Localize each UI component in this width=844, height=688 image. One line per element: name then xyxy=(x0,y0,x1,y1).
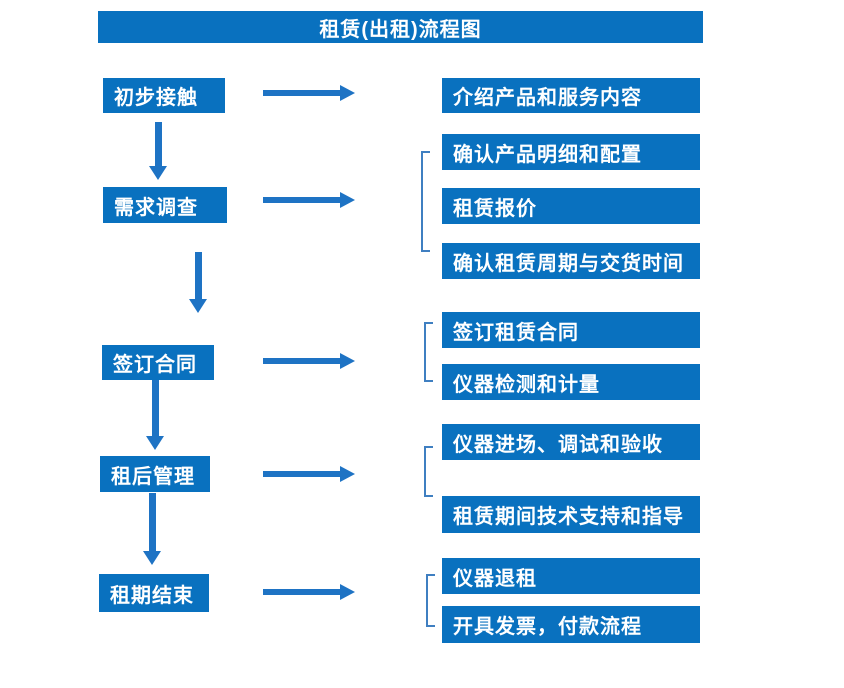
step-box-introduce-products: 介绍产品和服务内容 xyxy=(442,78,700,113)
step-box-instrument-testing: 仪器检测和计量 xyxy=(442,364,700,400)
group-bracket xyxy=(424,322,433,382)
step-box-rental-quotation: 租赁报价 xyxy=(442,188,700,224)
step-box-instrument-installation: 仪器进场、调试和验收 xyxy=(442,424,700,460)
arrow-right-icon xyxy=(263,466,355,482)
stage-box-sign-contract: 签订合同 xyxy=(102,345,214,380)
step-box-instrument-return: 仪器退租 xyxy=(442,558,700,594)
group-bracket xyxy=(426,574,435,627)
stage-box-demand-survey: 需求调查 xyxy=(103,187,227,223)
stage-box-initial-contact: 初步接触 xyxy=(103,78,225,113)
arrow-right-icon xyxy=(263,584,355,600)
step-box-invoice-payment: 开具发票，付款流程 xyxy=(442,606,700,643)
arrow-right-icon xyxy=(263,353,355,369)
step-box-sign-rental-contract: 签订租赁合同 xyxy=(442,312,700,348)
stage-box-post-rental-management: 租后管理 xyxy=(100,456,210,492)
arrow-down-icon xyxy=(149,122,167,180)
arrow-right-icon xyxy=(263,85,355,101)
arrow-down-icon xyxy=(143,493,161,565)
group-bracket xyxy=(424,446,433,497)
arrow-down-icon xyxy=(146,380,164,450)
group-bracket xyxy=(421,151,430,252)
flowchart-title: 租赁(出租)流程图 xyxy=(98,11,703,43)
step-box-confirm-product-details: 确认产品明细和配置 xyxy=(442,134,700,170)
stage-box-rental-end: 租期结束 xyxy=(99,574,209,612)
step-box-confirm-rental-period: 确认租赁周期与交货时间 xyxy=(442,243,700,279)
arrow-right-icon xyxy=(263,192,355,208)
arrow-down-icon xyxy=(189,252,207,313)
step-box-technical-support: 租赁期间技术支持和指导 xyxy=(442,496,700,533)
